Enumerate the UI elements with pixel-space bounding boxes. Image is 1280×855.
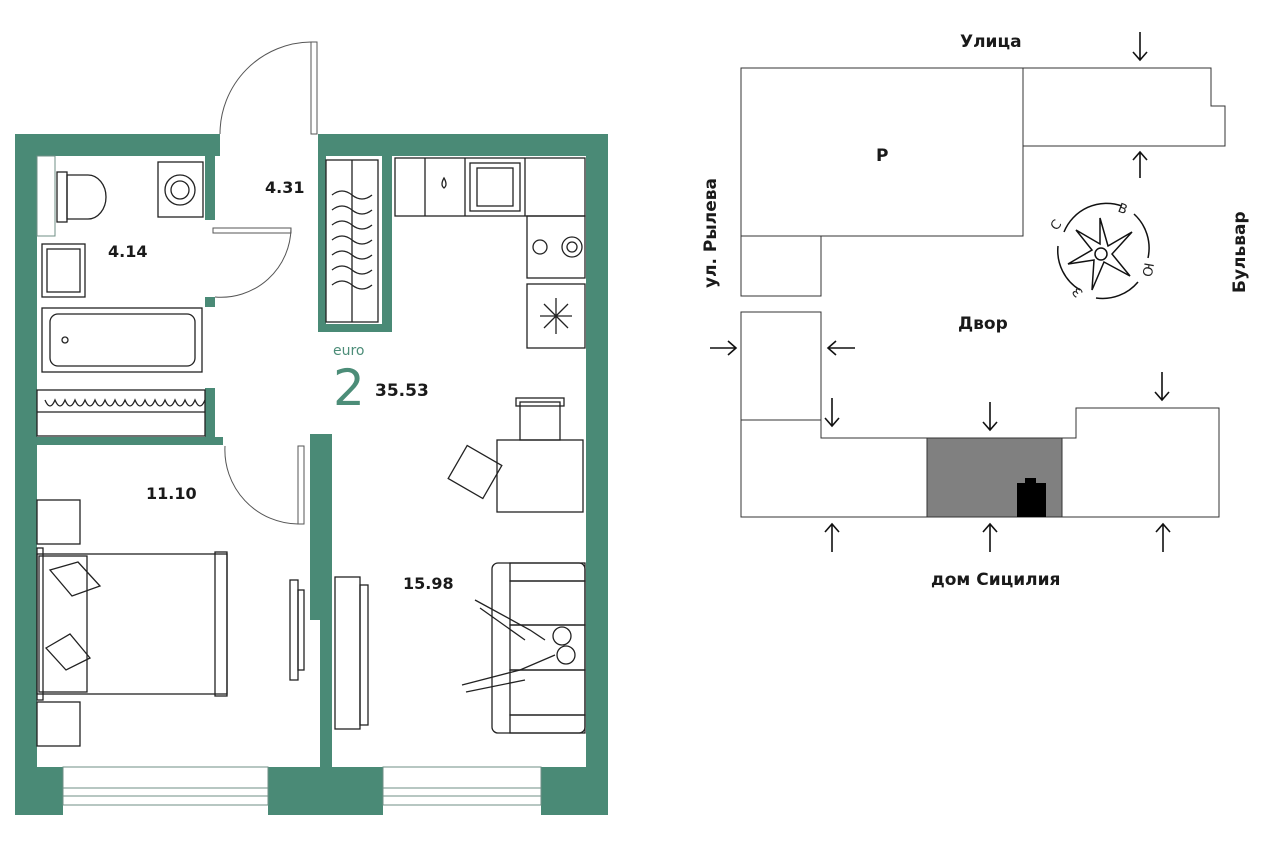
compass-rose-icon (1057, 202, 1150, 300)
apartment-walls (15, 134, 608, 815)
windows (36, 155, 542, 806)
bedroom-area: 11.10 (146, 484, 197, 503)
street-left-label: ул. Рылева (701, 178, 721, 288)
site-buildings (740, 67, 1226, 518)
bathroom-area: 4.14 (108, 242, 148, 261)
hall-area: 4.31 (265, 178, 305, 197)
doors (212, 41, 318, 525)
total-area: 35.53 (375, 381, 429, 401)
street-top-label: Улица (960, 32, 1022, 52)
entrance-arrows (710, 32, 1171, 552)
furniture (36, 157, 586, 747)
room-count: 2 (333, 359, 365, 417)
courtyard-label: Двор (958, 314, 1008, 334)
apartment-class-label: euro (333, 343, 365, 359)
compass-south-label: Ю (1138, 261, 1156, 278)
living-kitchen-area: 15.98 (403, 574, 454, 593)
building-marker-icon (1017, 478, 1046, 517)
parking-marker: Р (876, 146, 889, 166)
street-right-label: Бульвар (1230, 211, 1250, 293)
building-name-label: дом Сицилия (931, 570, 1061, 590)
